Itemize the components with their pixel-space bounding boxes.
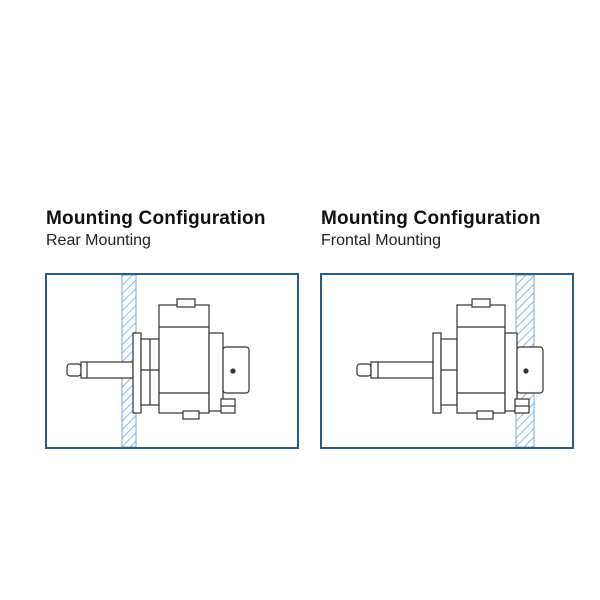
rear-mounting-diagram — [45, 273, 299, 449]
shaft — [66, 361, 134, 379]
housing — [456, 298, 506, 420]
flange — [132, 332, 160, 414]
panel-subtitle: Frontal Mounting — [321, 232, 442, 249]
housing — [158, 298, 210, 420]
flange — [432, 332, 458, 414]
panel-title: Mounting Configuration — [46, 208, 266, 229]
panel-title: Mounting Configuration — [321, 208, 541, 229]
rear-mounting-drawing — [66, 275, 250, 447]
rear-cover — [504, 332, 544, 414]
panel-subtitle: Rear Mounting — [46, 232, 151, 249]
frontal-mounting-drawing — [356, 275, 544, 447]
frontal-mounting-diagram — [320, 273, 574, 449]
rear-cover — [208, 332, 250, 414]
shaft — [356, 361, 434, 379]
